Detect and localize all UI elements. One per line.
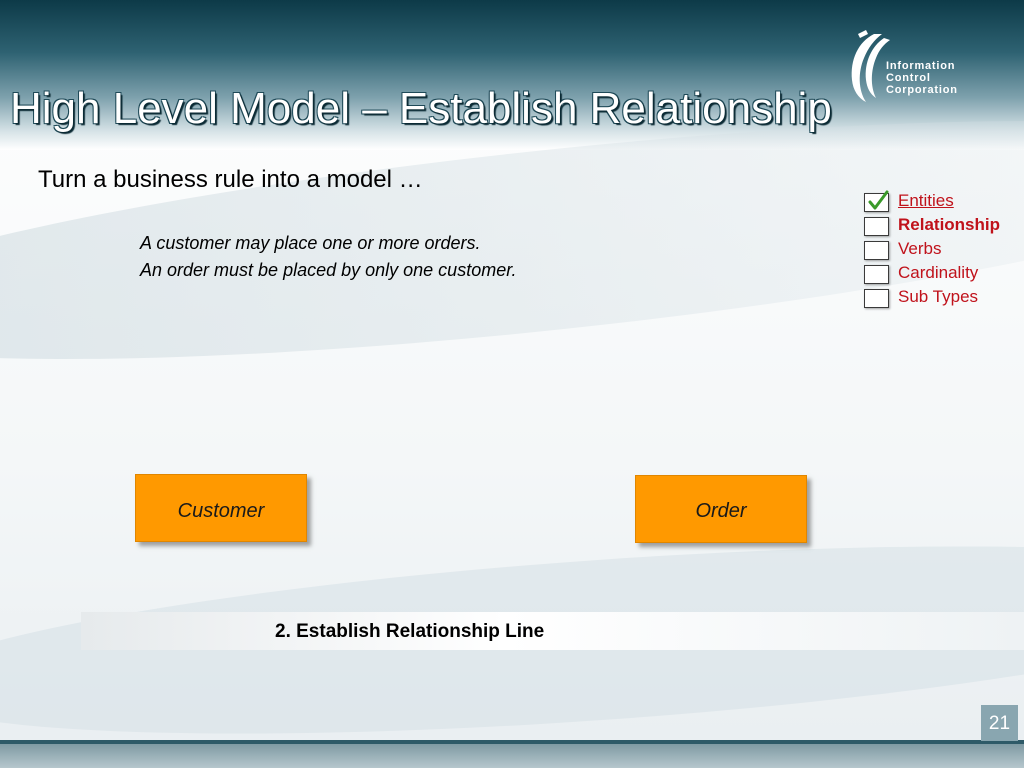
page-number: 21 bbox=[981, 705, 1018, 741]
checkbox[interactable] bbox=[864, 241, 889, 260]
slide-subtitle: Turn a business rule into a model … bbox=[38, 166, 423, 193]
checklist-label: Relationship bbox=[898, 215, 1001, 234]
logo-line: Information bbox=[886, 60, 956, 72]
checkbox[interactable] bbox=[864, 190, 889, 212]
entity-customer[interactable]: Customer bbox=[135, 474, 307, 542]
swoosh-logo-icon bbox=[851, 30, 890, 102]
logo-line: Corporation bbox=[886, 84, 958, 96]
business-rule: A customer may place one or more orders. bbox=[140, 233, 481, 253]
checklist-label: Sub Types bbox=[898, 287, 979, 306]
entity-label: Order bbox=[695, 500, 747, 522]
footer-band bbox=[0, 744, 1024, 768]
slide-title: High Level Model – Establish Relationshi… bbox=[10, 84, 832, 133]
entity-label: Customer bbox=[177, 500, 265, 522]
checklist-label: Verbs bbox=[898, 239, 942, 258]
logo-line: Control bbox=[886, 72, 931, 84]
checklist-label: Cardinality bbox=[898, 263, 979, 282]
checkbox[interactable] bbox=[864, 289, 889, 308]
entity-order[interactable]: Order bbox=[635, 475, 807, 543]
business-rules: A customer may place one or more orders.… bbox=[140, 230, 517, 284]
footer-divider bbox=[0, 740, 1024, 744]
checkmark-icon bbox=[868, 190, 889, 210]
step-caption: 2. Establish Relationship Line bbox=[275, 621, 545, 642]
checklist-label: Entities bbox=[898, 191, 954, 210]
checkbox[interactable] bbox=[864, 217, 889, 236]
logo-text: Information Control Corporation bbox=[886, 60, 958, 96]
caption-bar bbox=[81, 612, 1024, 650]
company-logo: Information Control Corporation bbox=[844, 30, 984, 102]
business-rule: An order must be placed by only one cust… bbox=[140, 260, 517, 280]
checkbox[interactable] bbox=[864, 265, 889, 284]
